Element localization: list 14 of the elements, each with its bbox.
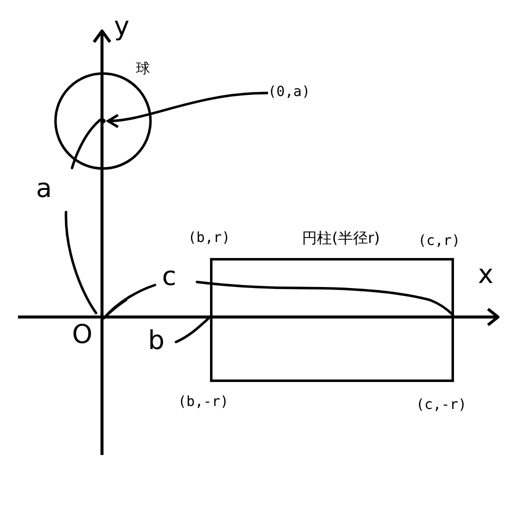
dimension-label: a bbox=[36, 176, 52, 202]
coordinate-label: (c,-r) bbox=[416, 398, 467, 412]
axis-label: x bbox=[478, 262, 494, 288]
cylinder-label: 円柱(半径r) bbox=[302, 231, 380, 246]
dimension-label: b bbox=[148, 328, 165, 354]
coordinate-label: (b,-r) bbox=[178, 395, 229, 409]
coordinate-label: (c,r) bbox=[418, 234, 460, 248]
leader-arrow bbox=[106, 92, 268, 128]
coordinate-label: (b,r) bbox=[188, 231, 230, 245]
dimension-label: c bbox=[162, 264, 176, 290]
coordinate-label: (0,a) bbox=[268, 85, 310, 99]
origin-label: O bbox=[72, 322, 92, 348]
sphere-label: 球 bbox=[136, 62, 150, 76]
axis-label: y bbox=[114, 14, 130, 40]
